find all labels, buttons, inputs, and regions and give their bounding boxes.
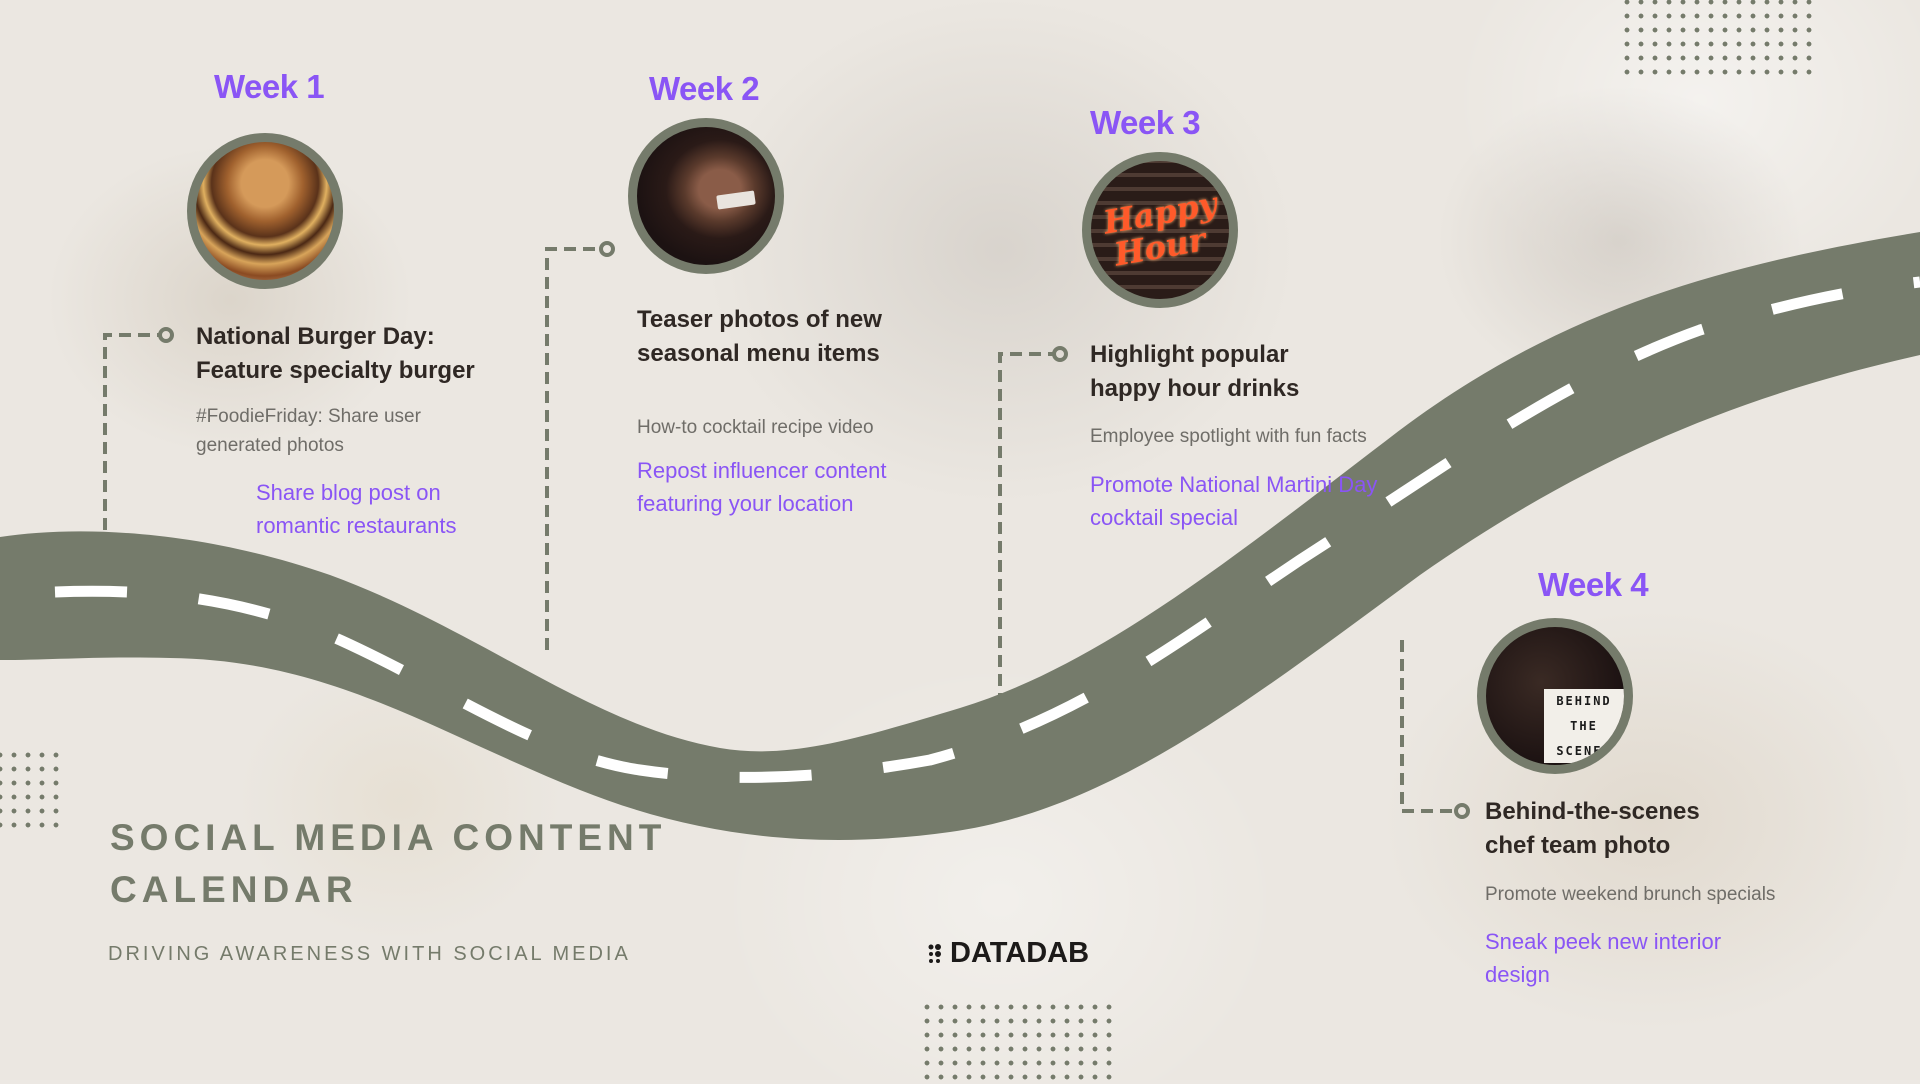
dot-grid-top-right bbox=[1620, 0, 1816, 79]
road-centerline bbox=[54, 276, 1920, 783]
lightbox-sign: BEHIND THE SCENES bbox=[1544, 689, 1624, 763]
week1-subtitle: #FoodieFriday: Share user generated phot… bbox=[196, 406, 421, 456]
page-subtitle: DRIVING AWARENESS WITH SOCIAL MEDIA bbox=[108, 943, 631, 965]
week4-title: Behind-the-scenes chef team photo bbox=[1485, 798, 1700, 859]
page-title-line2: CALENDAR bbox=[110, 869, 358, 910]
burger-photo bbox=[187, 133, 343, 289]
week2-node-icon bbox=[599, 241, 615, 257]
week3-label: Week 3 bbox=[1090, 104, 1201, 141]
brand-name: DATADAB bbox=[950, 937, 1090, 969]
week3-link[interactable]: Promote National Martini Day cocktail sp… bbox=[1090, 472, 1378, 530]
week4-connector bbox=[1400, 640, 1456, 813]
week4-label: Week 4 bbox=[1538, 566, 1649, 603]
week2-label: Week 2 bbox=[649, 70, 760, 107]
week1-connector bbox=[103, 333, 160, 530]
week4-subtitle: Promote weekend brunch specials bbox=[1485, 884, 1776, 905]
brand-logo: DATADAB bbox=[928, 937, 1089, 970]
behind-the-scenes-sign-photo: BEHIND THE SCENES bbox=[1477, 618, 1633, 774]
dots-logo-icon bbox=[928, 943, 941, 963]
page-title-line1: SOCIAL MEDIA CONTENT bbox=[110, 817, 667, 858]
road bbox=[0, 232, 1920, 840]
dessert-highlight bbox=[716, 190, 756, 210]
sign-line-behind: BEHIND bbox=[1556, 694, 1612, 709]
week3-node-icon bbox=[1052, 346, 1068, 362]
week1-link[interactable]: Share blog post on romantic restaurants bbox=[256, 480, 457, 538]
week3-title: Highlight popular happy hour drinks bbox=[1090, 341, 1300, 402]
week1-node-icon bbox=[158, 327, 174, 343]
page-title: SOCIAL MEDIA CONTENT CALENDAR bbox=[110, 812, 666, 916]
week2-title: Teaser photos of new seasonal menu items bbox=[637, 306, 882, 367]
week4-link[interactable]: Sneak peek new interior design bbox=[1485, 929, 1722, 987]
sign-line-scenes: SCENES bbox=[1556, 743, 1612, 758]
week1-label: Week 1 bbox=[214, 68, 325, 105]
week3-subtitle: Employee spotlight with fun facts bbox=[1090, 426, 1367, 447]
dot-grid-bottom bbox=[920, 1000, 1116, 1084]
sign-line-the: THE bbox=[1570, 718, 1598, 733]
dot-grid-left bbox=[0, 748, 63, 832]
week4-node-icon bbox=[1454, 803, 1470, 819]
happy-hour-neon-photo: Happy Hour bbox=[1082, 152, 1238, 308]
dessert-photo bbox=[628, 118, 784, 274]
week2-link[interactable]: Repost influencer content featuring your… bbox=[637, 458, 887, 516]
week2-subtitle: How-to cocktail recipe video bbox=[637, 417, 874, 438]
week3-connector bbox=[998, 352, 1054, 705]
week1-title: National Burger Day: Feature specialty b… bbox=[196, 323, 475, 384]
week2-connector bbox=[545, 247, 601, 650]
